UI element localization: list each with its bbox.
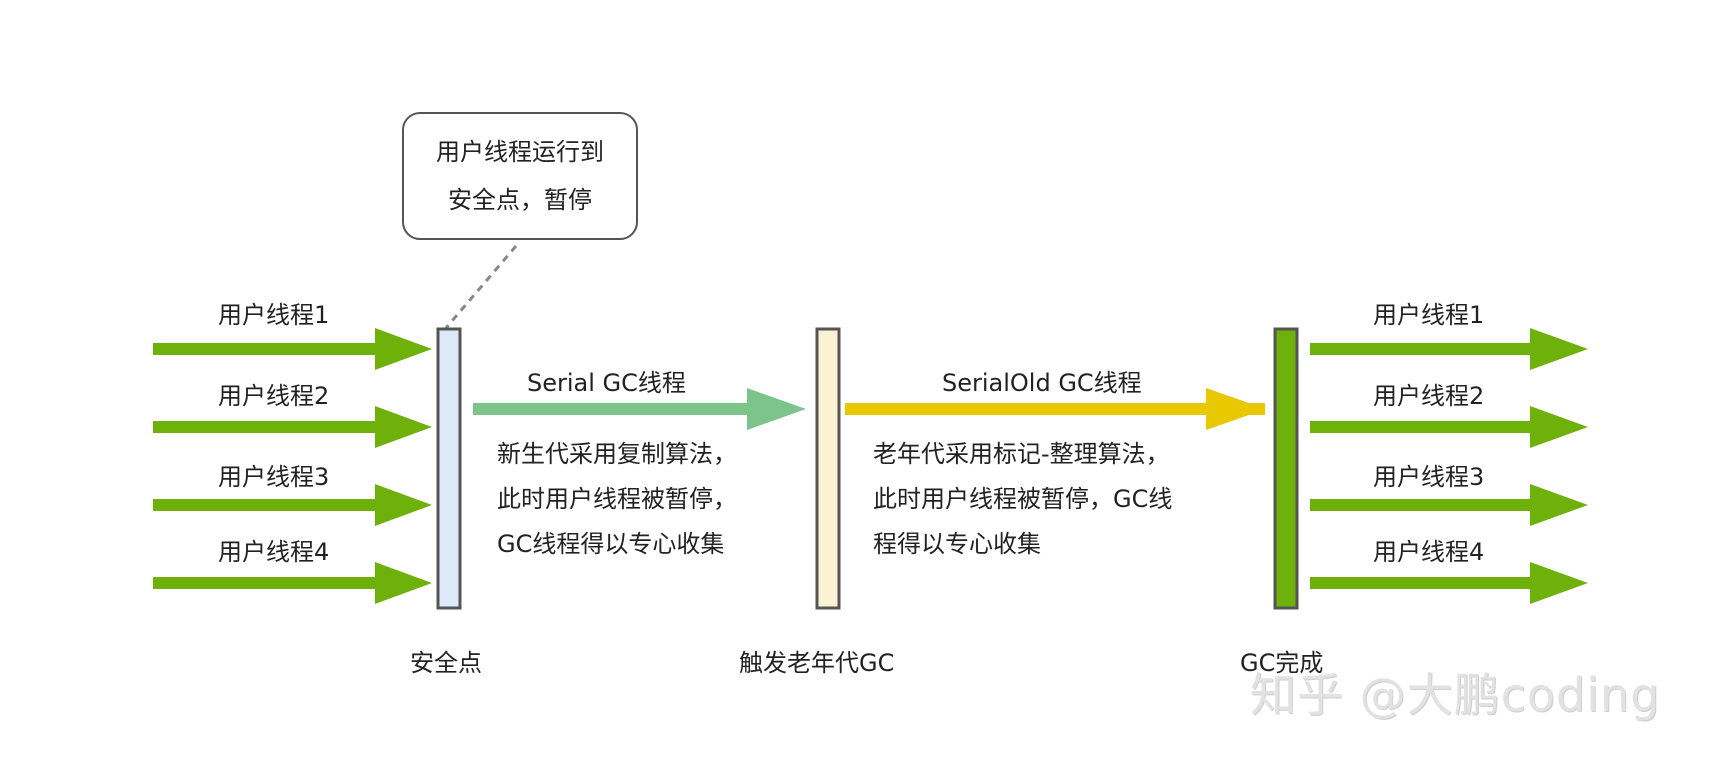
right-thread-arrow-3 [1310,484,1588,526]
left-thread-arrow-2 [153,406,432,448]
right-thread-label-4: 用户线程4 [1373,538,1485,566]
stage2-description: 老年代采用标记-整理算法， 此时用户线程被暂停，GC线 程得以专心收集 [873,432,1172,567]
right-thread-label-2: 用户线程2 [1373,382,1485,410]
left-thread-label-3: 用户线程3 [218,463,330,491]
right-thread-arrow-2 [1310,406,1588,448]
stage2-description-line-2: 此时用户线程被暂停，GC线 [873,485,1173,513]
serial-gc-label: Serial GC线程 [527,369,686,397]
left-thread-label-1: 用户线程1 [218,301,330,329]
left-thread-arrow-1 [153,328,432,370]
stage1-description-line-2: 此时用户线程被暂停， [497,485,737,513]
callout-line-1: 用户线程运行到 [436,138,604,166]
left-thread-label-4: 用户线程4 [218,538,330,566]
right-thread-label-1: 用户线程1 [1373,301,1485,329]
left-thread-arrows [153,328,432,604]
serial-old-gc-arrow [845,388,1266,430]
gc-done-bar [1273,327,1299,610]
serial-gc-arrow [473,388,806,430]
right-thread-label-3: 用户线程3 [1373,463,1485,491]
safepoint-label: 安全点 [410,649,482,677]
right-thread-arrow-1 [1310,328,1588,370]
callout-line-2: 安全点，暂停 [448,186,592,214]
right-thread-arrow-4 [1310,562,1588,604]
stage1-description-line-1: 新生代采用复制算法， [497,440,737,468]
stage2-description-line-3: 程得以专心收集 [873,530,1041,558]
left-thread-arrow-3 [153,484,432,526]
serial-old-gc-label: SerialOld GC线程 [942,369,1142,397]
left-thread-label-2: 用户线程2 [218,382,330,410]
zhihu-watermark: 知乎 @大鹏coding [1250,668,1661,722]
old-gen-trigger-bar [815,327,841,610]
stage2-description-line-1: 老年代采用标记-整理算法， [873,440,1170,468]
old-gen-trigger-label: 触发老年代GC [739,649,895,677]
left-thread-arrow-4 [153,562,432,604]
right-thread-arrows [1310,328,1588,604]
callout-leader-line [444,245,518,329]
stage1-description: 新生代采用复制算法， 此时用户线程被暂停， GC线程得以专心收集 [497,432,737,567]
safepoint-bar [436,327,462,610]
stage1-description-line-3: GC线程得以专心收集 [497,530,725,558]
gc-done-label: GC完成 [1240,649,1324,677]
safepoint-callout: 用户线程运行到 安全点，暂停 [402,112,638,240]
